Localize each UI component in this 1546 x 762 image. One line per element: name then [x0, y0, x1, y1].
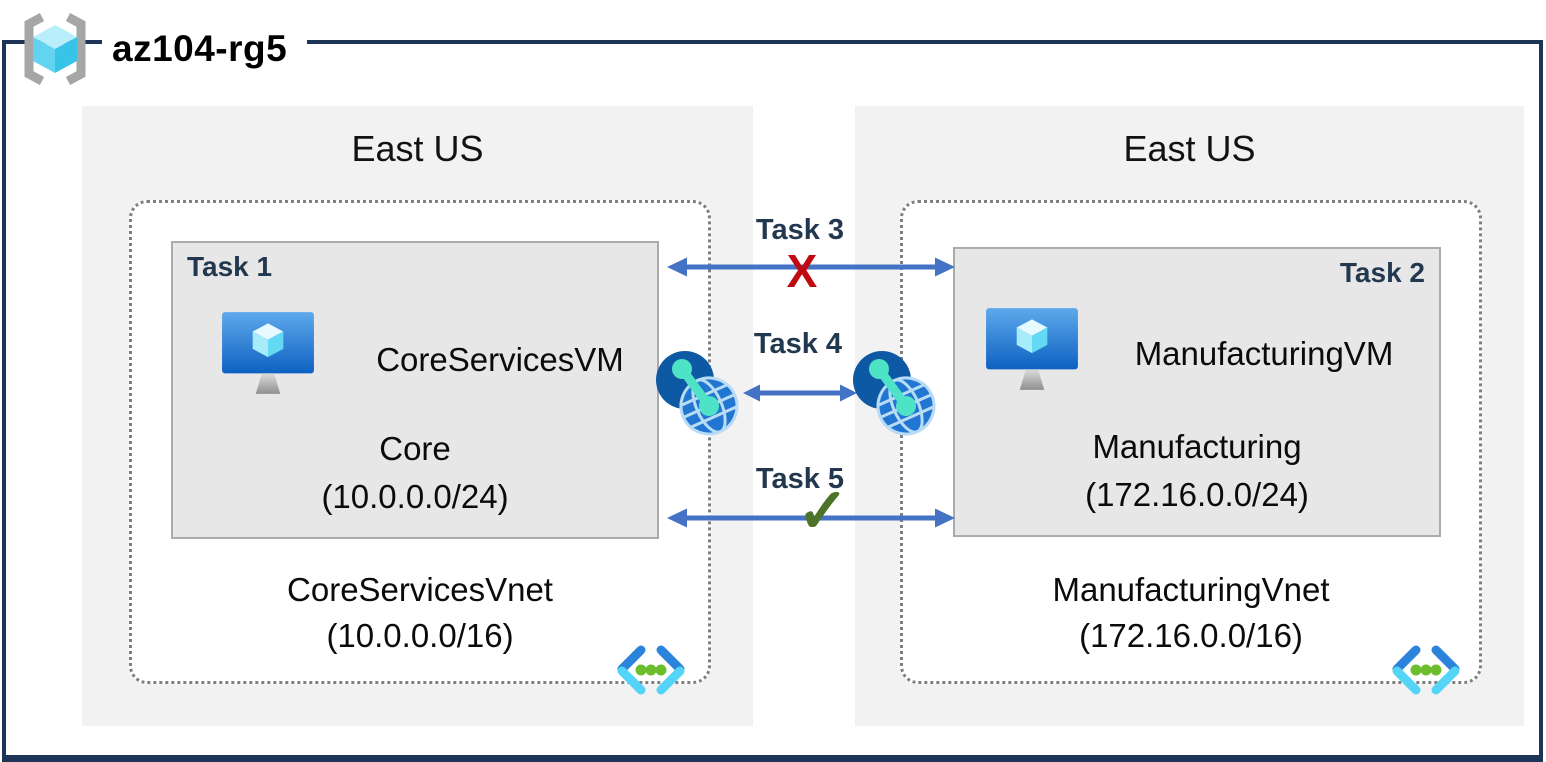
- region-right: East US Task 2 ManufacturingVM Manufactu…: [855, 106, 1524, 726]
- vnet-box-manufacturing: Task 2 ManufacturingVM Manufacturing (17…: [900, 200, 1482, 684]
- vm-name-coreservices: CoreServicesVM: [376, 341, 624, 378]
- virtual-machine-icon: [219, 305, 317, 403]
- subnet-label-core: Core (10.0.0.0/24): [173, 425, 657, 521]
- task4-bidirectional-arrow: [742, 379, 858, 407]
- task3-label: Task 3: [755, 214, 845, 246]
- virtual-network-icon: [614, 642, 688, 698]
- vm-box-manufacturing: Task 2 ManufacturingVM Manufacturing (17…: [953, 247, 1441, 537]
- allowed-check-icon: ✓: [797, 477, 849, 546]
- resource-group-label: az104-rg5: [8, 10, 308, 88]
- subnet-label-manufacturing: Manufacturing (172.16.0.0/24): [955, 423, 1439, 519]
- resource-group-icon: [8, 10, 102, 88]
- network-peering-icon: [654, 349, 742, 439]
- vm-box-coreservices: Task 1 CoreServicesVM Core (10.0.0.0/24): [171, 241, 659, 539]
- vm-name-manufacturing: ManufacturingVM: [1134, 335, 1394, 372]
- virtual-machine-icon: [983, 301, 1081, 399]
- blocked-x-icon: X: [786, 245, 818, 297]
- region-left-title: East US: [351, 128, 484, 169]
- vnet-label-manufacturing: ManufacturingVnet (172.16.0.0/16): [903, 567, 1479, 659]
- vnet-label-coreservices: CoreServicesVnet (10.0.0.0/16): [132, 567, 708, 659]
- vnet-name: CoreServicesVnet: [287, 571, 553, 608]
- subnet-cidr: (10.0.0.0/24): [321, 478, 509, 515]
- subnet-name: Core: [379, 430, 451, 467]
- resource-group-frame: [2, 40, 1543, 762]
- subnet-name: Manufacturing: [1092, 428, 1302, 465]
- network-peering-icon: [851, 349, 939, 439]
- subnet-cidr: (172.16.0.0/24): [1085, 476, 1309, 513]
- task2-label: Task 2: [1339, 257, 1425, 288]
- task1-label: Task 1: [187, 251, 273, 282]
- task5-label: Task 5: [755, 463, 845, 495]
- region-right-title: East US: [1123, 128, 1256, 169]
- task4-label: Task 4: [753, 328, 843, 360]
- region-left: East US Task 1 CoreServicesVM Core (10.0…: [82, 106, 753, 726]
- resource-group-name: az104-rg5: [102, 26, 308, 72]
- vnet-cidr: (10.0.0.0/16): [326, 617, 514, 654]
- vnet-cidr: (172.16.0.0/16): [1079, 617, 1303, 654]
- vnet-box-coreservices: Task 1 CoreServicesVM Core (10.0.0.0/24)…: [129, 200, 711, 684]
- vnet-name: ManufacturingVnet: [1052, 571, 1330, 608]
- virtual-network-icon: [1389, 642, 1463, 698]
